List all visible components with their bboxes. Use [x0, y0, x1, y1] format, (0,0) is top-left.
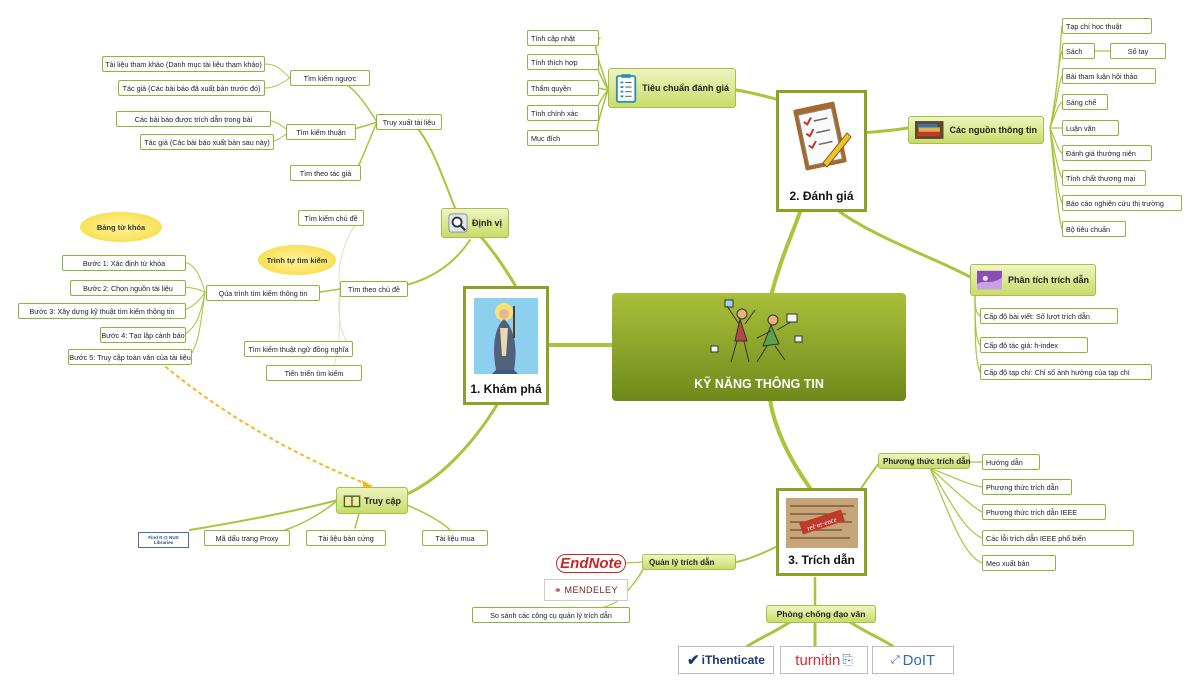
topic-phan-tich[interactable]: Phân tích trích dẫn: [970, 264, 1096, 296]
tieu-chuan-item-4[interactable]: Tính chính xác: [527, 105, 599, 121]
people-illustration-icon: [710, 299, 803, 363]
turnitin-icon: ⎘: [842, 652, 853, 667]
tieu-chuan-item-5[interactable]: Mục đích: [527, 130, 599, 146]
buoc-1[interactable]: Bước 1: Xác định từ khóa: [62, 255, 186, 271]
center-title: KỸ NĂNG THÔNG TIN: [694, 377, 824, 391]
tim-kiem-chu-de[interactable]: Tìm kiếm chủ đề: [298, 210, 364, 226]
tim-kiem-dong-nghia[interactable]: Tìm kiếm thuật ngữ đồng nghĩa: [244, 341, 353, 357]
tieu-chuan-item-3[interactable]: Thẩm quyền: [527, 80, 599, 96]
saint-painting-icon: [474, 298, 538, 374]
mendeley-logo[interactable]: ⚭ MENDELEY: [544, 579, 628, 601]
phan-tich-item-2[interactable]: Cấp độ tác giả: h-index: [980, 337, 1088, 353]
ithenticate-logo-text: iThenticate: [701, 653, 765, 667]
mendeley-icon: ⚭: [553, 584, 562, 595]
open-book-icon: [343, 494, 361, 507]
topic-dao-van-label: Phòng chống đạo văn: [776, 609, 866, 619]
bai-duoc-trich-dan[interactable]: Các bài báo được trích dẫn trong bài: [116, 111, 271, 127]
tl-tham-khao[interactable]: Tài liệu tham khảo (Danh mục tài liệu th…: [102, 56, 265, 72]
nguon-so-tay[interactable]: Sổ tay: [1110, 43, 1166, 59]
nguon-item-1[interactable]: Tạp chí học thuật: [1062, 18, 1152, 34]
so-sanh-cong-cu[interactable]: So sánh các công cụ quản lý trích dẫn: [472, 607, 630, 623]
search-magnifier-icon: [448, 213, 468, 233]
topic-phuong-thuc[interactable]: Phương thức trích dẫn: [878, 453, 971, 469]
turnitin-logo[interactable]: turnitin ⎘: [780, 646, 868, 674]
phuong-thuc-item-3[interactable]: Phương thức trích dẫn IEEE: [982, 504, 1106, 520]
topic-truy-cap-label: Truy cập: [363, 495, 401, 506]
buoc-5[interactable]: Bước 5: Truy cập toàn văn của tài liệu: [68, 349, 192, 365]
topic-cac-nguon-label: Các nguồn thông tin: [949, 125, 1037, 135]
buoc-3[interactable]: Bước 3: Xây dựng kỹ thuật tìm kiếm thông…: [18, 303, 186, 319]
branch-kham-pha-title: 1. Khám phá: [470, 382, 542, 396]
branch-trich-dan-title: 3. Trích dẫn: [788, 553, 855, 567]
bang-tu-khoa-bubble: Bảng từ khóa: [80, 212, 162, 242]
topic-phuong-thuc-label: Phương thức trích dẫn: [883, 456, 971, 466]
findit-logo-text: Find It @ NUS Libraries: [148, 535, 179, 545]
checklist-clipboard-icon: [615, 74, 637, 103]
phuong-thuc-item-2[interactable]: Phương thức trích dẫn: [982, 479, 1072, 495]
doit-logo-text: DoIT: [902, 651, 936, 669]
books-stack-icon: [915, 121, 944, 139]
nguon-item-2[interactable]: Sách: [1062, 43, 1095, 59]
proxy-bookmark[interactable]: Mã dấu trang Proxy: [204, 530, 290, 546]
topic-tieu-chuan-label: Tiêu chuẩn đánh giá: [642, 83, 729, 93]
topic-dao-van[interactable]: Phòng chống đạo văn: [766, 605, 876, 623]
buoc-4[interactable]: Bước 4: Tạo lập cảnh báo: [100, 327, 186, 343]
tim-theo-chu-de[interactable]: Tìm theo chủ đề: [340, 281, 408, 297]
topic-tieu-chuan[interactable]: Tiêu chuẩn đánh giá: [608, 68, 736, 108]
nguon-item-7[interactable]: Tính chất thương mại: [1062, 170, 1146, 186]
tim-kiem-nguoc[interactable]: Tìm kiếm ngược: [290, 70, 370, 86]
topic-phan-tich-label: Phân tích trích dẫn: [1007, 275, 1089, 285]
citation-dictionary-icon: ref·er·ence: [786, 498, 858, 548]
tieu-chuan-item-1[interactable]: Tính cập nhật: [527, 30, 599, 46]
nguon-item-8[interactable]: Báo cáo nghiên cứu thị trường: [1062, 195, 1182, 211]
phuong-thuc-item-4[interactable]: Các lỗi trích dẫn IEEE phổ biến: [982, 530, 1134, 546]
endnote-logo-text: EndNote: [556, 553, 626, 573]
branch-trich-dan[interactable]: ref·er·ence 3. Trích dẫn: [776, 488, 867, 576]
trinh-tu-bubble: Trình tự tìm kiếm: [258, 245, 336, 275]
branch-danh-gia[interactable]: 2. Đánh giá: [776, 90, 867, 212]
center-topic[interactable]: KỸ NĂNG THÔNG TIN: [612, 293, 906, 401]
tim-kiem-thuan[interactable]: Tìm kiếm thuận: [286, 124, 356, 140]
topic-dinh-vi-label: Định vị: [471, 218, 502, 228]
quy-trinh-tim-kiem[interactable]: Qúa trình tìm kiếm thông tin: [206, 285, 320, 301]
doit-icon: ⤢: [890, 653, 900, 666]
branch-danh-gia-title: 2. Đánh giá: [789, 189, 854, 203]
topic-dinh-vi[interactable]: Định vị: [441, 208, 509, 238]
checkmark-icon: ✔: [687, 652, 700, 669]
phan-tich-item-3[interactable]: Cấp độ tạp chí: Chỉ số ảnh hưởng của tạp…: [980, 364, 1152, 380]
nguon-item-6[interactable]: Đánh giá thường niên: [1062, 145, 1152, 161]
ithenticate-logo[interactable]: ✔ iThenticate: [678, 646, 774, 674]
buoc-2[interactable]: Bước 2: Chọn nguồn tài liệu: [70, 280, 186, 296]
findit-logo[interactable]: Find It @ NUS Libraries: [138, 532, 189, 548]
nguon-item-3[interactable]: Bài tham luận hội thảo: [1062, 68, 1156, 84]
tac-gia-sau[interactable]: Tác giả (Các bài báo xuất bản sau này): [140, 134, 274, 150]
tac-gia-truoc[interactable]: Tác giả (Các bài báo đã xuất bản trước đ…: [118, 80, 265, 96]
topic-quan-ly[interactable]: Quản lý trích dẫn: [642, 554, 736, 570]
tien-trien-tim-kiem[interactable]: Tiến triển tìm kiếm: [266, 365, 362, 381]
endnote-logo[interactable]: EndNote: [556, 552, 626, 574]
turnitin-logo-text: turnitin: [795, 651, 841, 669]
mendeley-logo-text: MENDELEY: [564, 585, 619, 595]
topic-truy-cap[interactable]: Truy cập: [336, 487, 408, 514]
branch-kham-pha[interactable]: 1. Khám phá: [463, 286, 549, 405]
tim-theo-tac-gia[interactable]: Tìm theo tác giả: [290, 165, 361, 181]
doit-logo[interactable]: ⤢ DoIT: [872, 646, 954, 674]
clipboard-checklist-icon: [793, 101, 852, 171]
topic-quan-ly-label: Quản lý trích dẫn: [649, 557, 715, 567]
phuong-thuc-item-1[interactable]: Hướng dẫn: [982, 454, 1040, 470]
analytics-purple-icon: [977, 270, 1002, 290]
tai-lieu-ban-cung[interactable]: Tài liệu bản cứng: [306, 530, 386, 546]
phan-tich-item-1[interactable]: Cấp độ bài viết: Số lượt trích dẫn: [980, 308, 1118, 324]
nguon-item-5[interactable]: Luận văn: [1062, 120, 1119, 136]
nguon-item-4[interactable]: Sáng chế: [1062, 94, 1108, 110]
tieu-chuan-item-2[interactable]: Tính thích hợp: [527, 54, 599, 70]
nguon-item-9[interactable]: Bộ tiêu chuẩn: [1062, 221, 1126, 237]
truy-xuat-tai-lieu[interactable]: Truy xuất tài liệu: [376, 114, 442, 130]
tai-lieu-mua[interactable]: Tài liệu mua: [422, 530, 488, 546]
topic-cac-nguon[interactable]: Các nguồn thông tin: [908, 116, 1044, 144]
phuong-thuc-item-5[interactable]: Mẹo xuất bản: [982, 555, 1056, 571]
